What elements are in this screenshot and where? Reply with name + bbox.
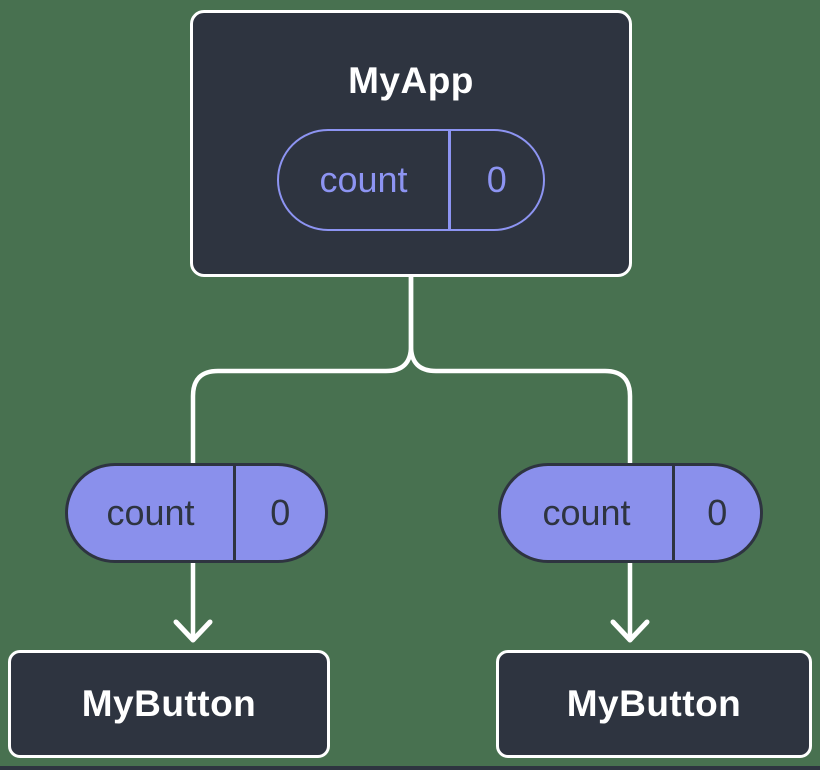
right-prop-pill-name: count bbox=[542, 492, 631, 533]
root-node-title: MyApp bbox=[348, 60, 474, 101]
left-child-node: MyButton bbox=[8, 650, 330, 758]
left-prop-pill: count 0 bbox=[65, 463, 328, 563]
arrow-down-icon-right bbox=[610, 619, 650, 643]
right-child-node-title: MyButton bbox=[566, 683, 742, 724]
arrow-down-icon-left bbox=[173, 619, 213, 643]
left-child-node-title: MyButton bbox=[81, 683, 257, 724]
state-pill-value: 0 bbox=[486, 159, 507, 200]
left-prop-pill-divider bbox=[233, 466, 236, 560]
right-prop-pill-value: 0 bbox=[707, 492, 728, 533]
right-prop-pill: count 0 bbox=[498, 463, 763, 563]
state-pill-divider bbox=[448, 131, 451, 229]
branch-line-left bbox=[190, 276, 414, 638]
left-prop-pill-value: 0 bbox=[270, 492, 291, 533]
bottom-crop-strip bbox=[0, 766, 820, 770]
right-prop-pill-divider bbox=[672, 466, 675, 560]
state-pill-name: count bbox=[319, 159, 408, 200]
right-child-node: MyButton bbox=[496, 650, 812, 758]
root-state-pill: count 0 bbox=[277, 129, 545, 231]
branch-line-right bbox=[408, 276, 633, 638]
left-prop-pill-name: count bbox=[106, 492, 195, 533]
root-node: MyApp count 0 bbox=[190, 10, 632, 277]
